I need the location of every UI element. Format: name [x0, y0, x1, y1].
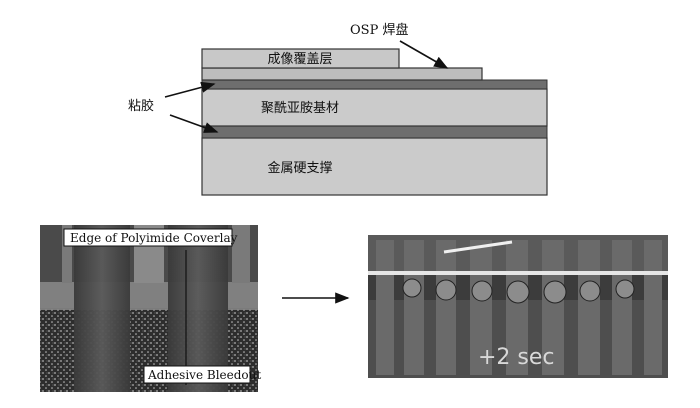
right-photo-pad — [578, 240, 600, 375]
right-photo-bubble — [402, 278, 422, 298]
osp-pad-callout-label: OSP 焊盘 — [350, 22, 408, 38]
right-photo: +2 sec — [368, 235, 668, 378]
right-photo-pad — [376, 240, 394, 375]
adhesive-callout-label: 粘胶 — [128, 98, 154, 114]
left-photo-bottom-label: Adhesive Bleedout — [147, 368, 261, 382]
right-photo-pad — [404, 240, 424, 375]
left-photo-trace-1 — [74, 225, 130, 392]
left-photo-top-label-box — [63, 228, 233, 247]
right-photo-bubble — [543, 280, 567, 304]
left-photo-trace-2 — [168, 225, 228, 392]
left-photo: Edge of Polyimide Coverlay Adhesive Blee… — [40, 225, 261, 392]
right-photo-pad — [436, 240, 456, 375]
right-photo-bubble — [435, 279, 457, 301]
polyimide-substrate-layer — [201, 88, 548, 127]
adhesive-arrow-top — [164, 81, 216, 98]
right-photo-pad — [644, 240, 662, 375]
right-photo-bubbles — [402, 278, 635, 304]
coverlay-label: 成像覆盖层 — [267, 52, 332, 67]
left-photo-top-label: Edge of Polyimide Coverlay — [70, 231, 238, 245]
right-photo-time-overlay: +2 sec — [478, 345, 555, 370]
right-photo-bubble — [471, 280, 493, 302]
top-adhesive-layer — [201, 79, 548, 90]
coverlay-layer — [201, 48, 400, 69]
right-photo-bubble — [615, 279, 635, 299]
metal-stiffener-layer — [201, 137, 548, 196]
layer-stack: 成像覆盖层 聚酰亚胺基材 金属硬支撑 — [201, 48, 548, 196]
left-photo-gap-1 — [62, 225, 72, 283]
osp-pad-arrow — [399, 40, 449, 69]
left-photo-gap-3 — [232, 225, 250, 283]
stiffener-label: 金属硬支撑 — [267, 160, 332, 176]
callouts: OSP 焊盘 粘胶 — [128, 22, 449, 133]
left-photo-bottom-label-box — [143, 365, 251, 384]
right-photo-pad — [612, 240, 632, 375]
osp-pad-layer — [201, 67, 483, 81]
adhesive-arrow-bottom — [169, 114, 219, 133]
right-photo-bubble — [579, 280, 601, 302]
right-photo-scratch — [443, 240, 513, 254]
right-photo-bubble — [506, 280, 530, 304]
bottom-adhesive-layer — [201, 125, 548, 139]
substrate-label: 聚酰亚胺基材 — [261, 101, 339, 116]
